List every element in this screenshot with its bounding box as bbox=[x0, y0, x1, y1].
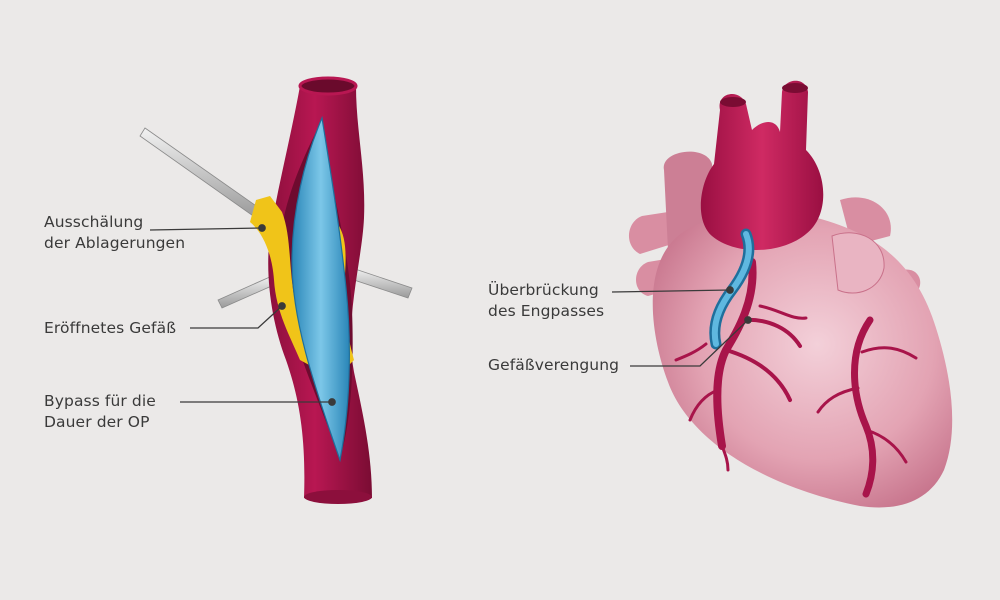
label-opened-vessel-line-1: Eröffnetes Gefäß bbox=[44, 319, 177, 337]
leader-dot-bypass bbox=[328, 398, 336, 406]
label-stenosis-line-1: Gefäßverengung bbox=[488, 356, 620, 374]
leader-dot-stenosis bbox=[744, 316, 752, 324]
label-temporary-bypass-line-2: Dauer der OP bbox=[44, 413, 150, 431]
instrument-needle-top bbox=[139, 127, 263, 219]
instrument-needle-right bbox=[347, 267, 413, 299]
bypass-tube bbox=[291, 115, 350, 463]
label-plaque-removal-line-2: der Ablagerungen bbox=[44, 234, 186, 252]
instrument-needle-left bbox=[217, 275, 277, 309]
leader-dot-bridging bbox=[726, 286, 734, 294]
label-bridging: Überbrückung des Engpasses bbox=[488, 280, 604, 322]
vessel-illustration bbox=[139, 76, 413, 504]
vessel-top-opening bbox=[298, 76, 358, 96]
plaque-deposit bbox=[250, 196, 322, 372]
label-bridging-line-2: des Engpasses bbox=[488, 302, 605, 320]
aorta-opening-2 bbox=[782, 83, 808, 93]
leader-dot-opened bbox=[278, 302, 286, 310]
leader-dot-plaque bbox=[258, 224, 266, 232]
heart-body bbox=[652, 210, 953, 508]
label-opened-vessel: Eröffnetes Gefäß bbox=[44, 318, 176, 339]
label-temporary-bypass: Bypass für die Dauer der OP bbox=[44, 391, 156, 433]
pulmonary-vein-left bbox=[628, 212, 672, 254]
label-bridging-line-1: Überbrückung bbox=[488, 281, 599, 299]
aorta-opening-1 bbox=[720, 97, 746, 107]
vessel-leaders bbox=[149, 224, 336, 406]
label-temporary-bypass-line-1: Bypass für die bbox=[44, 392, 156, 410]
heart-leaders bbox=[611, 286, 752, 367]
label-plaque-removal-line-1: Ausschälung bbox=[44, 213, 144, 231]
label-plaque-removal: Ausschälung der Ablagerungen bbox=[44, 212, 185, 254]
heart-auricle bbox=[831, 232, 885, 294]
label-stenosis: Gefäßverengung bbox=[488, 355, 619, 376]
coronary-arteries bbox=[674, 258, 918, 498]
vessel-bottom-rim bbox=[304, 490, 372, 504]
heart-illustration bbox=[628, 80, 953, 508]
aorta bbox=[700, 80, 824, 251]
